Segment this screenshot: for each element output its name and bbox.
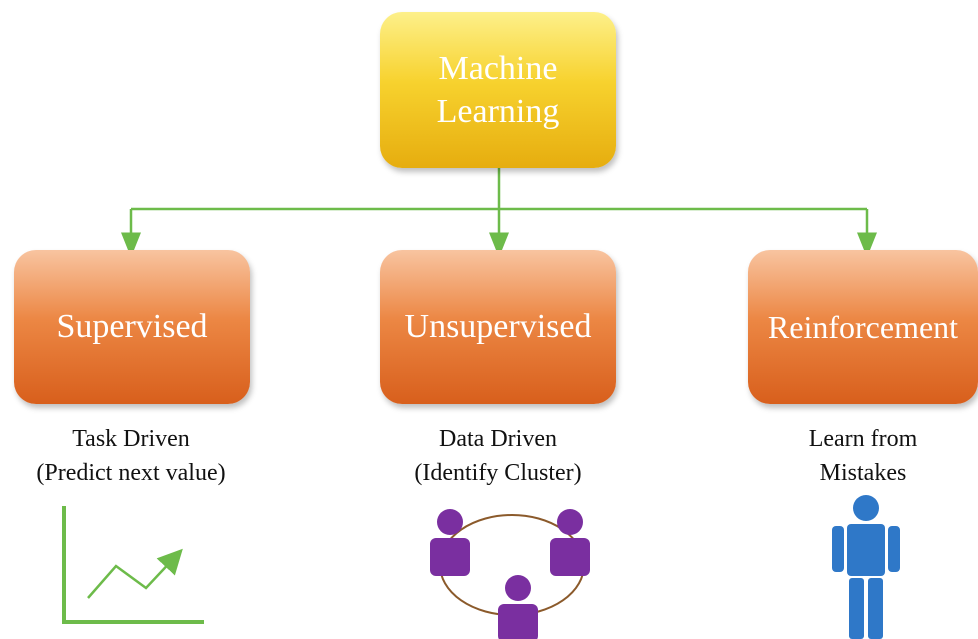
reinforcement-description: Learn from Mistakes: [748, 422, 978, 490]
cluster-person-left: [430, 509, 470, 576]
unsupervised-description: Data Driven (Identify Cluster): [380, 422, 616, 490]
unsupervised-label: Unsupervised: [404, 308, 592, 345]
reinforcement-label: Reinforcement: [767, 308, 959, 345]
supervised-desc-line2: (Predict next value): [36, 460, 226, 486]
cluster-person-right: [550, 509, 590, 576]
root-label-line1: Machine: [438, 50, 558, 87]
people-cluster-icon: [430, 509, 590, 639]
root-label-line2: Learning: [436, 93, 560, 130]
supervised-label: Supervised: [56, 308, 208, 345]
reinforcement-desc-line1: Learn from: [808, 426, 918, 452]
line-chart-icon: [62, 506, 204, 624]
reinforcement-desc-line2: Mistakes: [819, 460, 907, 486]
supervised-desc-line1: Task Driven: [72, 426, 190, 452]
person-icon: [832, 495, 900, 639]
cluster-person-bottom: [498, 575, 538, 639]
reinforcement-node: Reinforcement: [748, 250, 978, 404]
supervised-description: Task Driven (Predict next value): [0, 422, 262, 490]
unsupervised-node: Unsupervised: [380, 250, 616, 404]
machine-learning-node: Machine Learning: [380, 12, 616, 168]
supervised-node: Supervised: [14, 250, 250, 404]
unsupervised-desc-line2: (Identify Cluster): [414, 460, 582, 486]
unsupervised-desc-line1: Data Driven: [439, 426, 557, 452]
